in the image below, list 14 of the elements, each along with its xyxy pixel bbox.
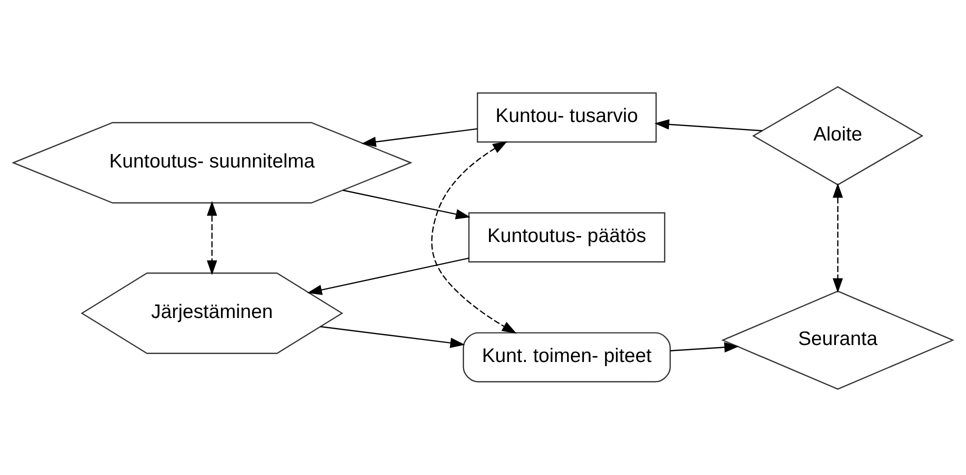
arrow <box>670 342 740 352</box>
arrow <box>361 128 478 146</box>
node-diamond: Seuranta <box>721 290 954 390</box>
arrow <box>206 200 218 275</box>
arrow <box>654 118 762 131</box>
node-box: Kuntoutus- päätös <box>468 212 666 262</box>
arrow <box>342 189 470 219</box>
arrow <box>320 326 465 348</box>
arrow <box>431 140 517 334</box>
arrow <box>832 182 843 292</box>
arrow <box>307 257 469 294</box>
node-box: Kuntou- tusarvio <box>476 92 657 142</box>
node-diamond: Aloite <box>752 86 924 185</box>
node-box: Kunt. toimen- piteet <box>462 332 671 382</box>
